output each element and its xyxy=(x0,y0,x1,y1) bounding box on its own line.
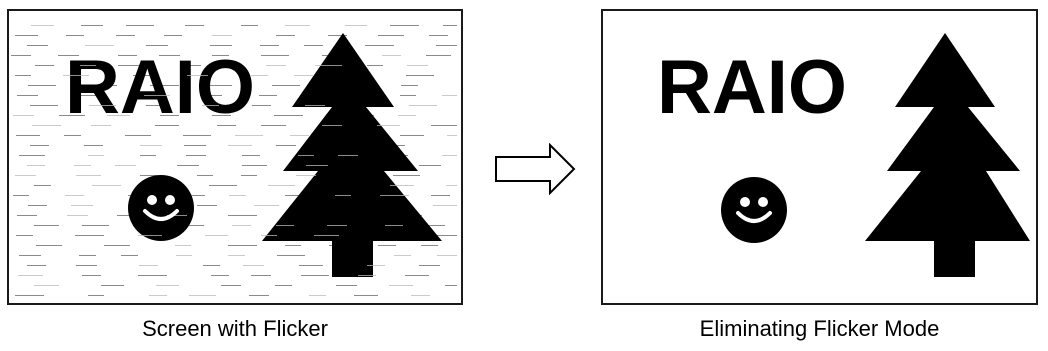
smiley-icon xyxy=(128,175,194,241)
tree-icon xyxy=(865,33,1030,277)
logo-text: RAIO xyxy=(65,45,255,130)
clean-screen-panel: RAIO xyxy=(601,9,1038,305)
smiley-icon xyxy=(721,177,787,243)
right-arrow-icon xyxy=(495,143,576,195)
clean-caption: Eliminating Flicker Mode xyxy=(699,316,940,341)
flicker-overlay-lines xyxy=(13,25,457,296)
logo-text: RAIO xyxy=(657,45,847,130)
clean-screen-illustration: RAIO xyxy=(657,33,1030,277)
flicker-screen-panel: RAIO xyxy=(7,9,463,305)
flicker-caption: Screen with Flicker xyxy=(142,316,328,341)
flicker-screen-illustration: RAIO xyxy=(11,25,457,296)
